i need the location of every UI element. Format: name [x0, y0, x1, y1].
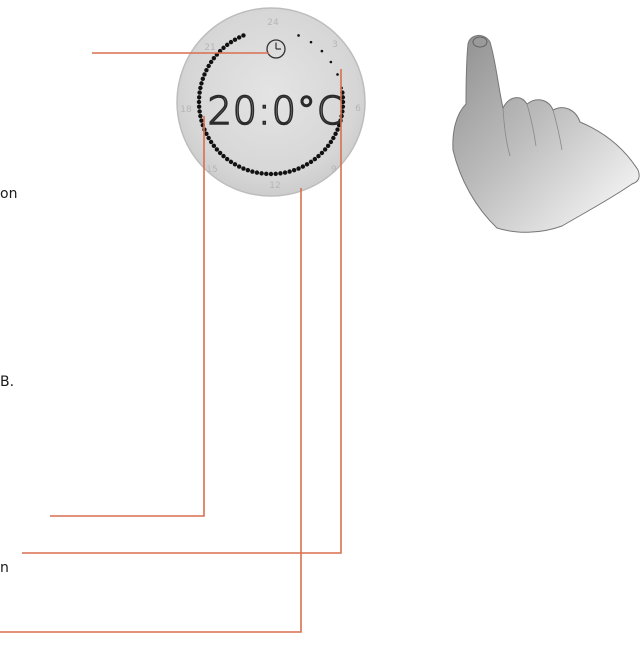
- label-fragment-3: n: [0, 560, 9, 576]
- program-dot: [287, 169, 291, 173]
- program-dot: [199, 81, 203, 85]
- program-dot: [206, 136, 210, 140]
- program-dot: [241, 166, 245, 170]
- program-dot: [202, 72, 206, 76]
- program-dot: [297, 34, 300, 37]
- program-dot: [206, 64, 210, 68]
- program-dot: [221, 154, 225, 158]
- program-dot: [233, 162, 237, 166]
- program-dot: [296, 166, 300, 170]
- program-dot: [218, 151, 222, 155]
- program-dot: [199, 118, 203, 122]
- dial-number-12: 12: [269, 181, 280, 191]
- program-dot: [212, 144, 216, 148]
- program-dot: [326, 144, 330, 148]
- program-dot: [225, 157, 229, 161]
- program-dot: [255, 170, 259, 174]
- program-dot: [215, 147, 219, 151]
- dial-number-3: 3: [332, 40, 338, 50]
- program-dot: [209, 140, 213, 144]
- program-dot: [331, 136, 335, 140]
- temperature-readout: 20:0°C: [208, 89, 345, 133]
- program-dot: [197, 105, 201, 109]
- program-dot: [198, 114, 202, 118]
- program-dot: [301, 164, 305, 168]
- program-dot: [305, 162, 309, 166]
- program-dot: [197, 109, 201, 113]
- program-dot: [250, 169, 254, 173]
- program-dot: [309, 160, 313, 164]
- dial-number-18: 18: [180, 105, 192, 115]
- program-dot: [336, 73, 339, 76]
- program-dot: [197, 90, 201, 94]
- label-fragment-1: on: [0, 186, 17, 202]
- program-dot: [212, 56, 216, 60]
- program-dot: [278, 171, 282, 175]
- program-dot: [310, 41, 313, 44]
- program-dot: [198, 86, 202, 90]
- program-dot: [221, 46, 225, 50]
- program-dot: [320, 151, 324, 155]
- pointing-hand-icon: [453, 35, 639, 232]
- program-dot: [246, 168, 250, 172]
- program-dot: [229, 160, 233, 164]
- leader-line-dots-bottom: [0, 188, 301, 632]
- program-dot: [329, 140, 333, 144]
- dial-number-21: 21: [204, 43, 215, 53]
- program-dot: [269, 172, 273, 176]
- program-dot: [321, 50, 324, 53]
- program-dot: [330, 61, 333, 64]
- program-dot: [241, 33, 245, 37]
- leader-line-dots-start: [50, 116, 204, 516]
- dial-number-9: 9: [331, 165, 337, 175]
- program-dot: [283, 170, 287, 174]
- program-dot: [225, 43, 229, 47]
- dial-number-6: 6: [355, 104, 361, 114]
- program-dot: [237, 35, 241, 39]
- program-dot: [292, 168, 296, 172]
- program-dot: [237, 164, 241, 168]
- program-dot: [197, 95, 201, 99]
- dial-number-15: 15: [206, 165, 217, 175]
- program-dot: [197, 100, 201, 104]
- label-fragment-2: B.: [0, 374, 14, 390]
- program-dot: [209, 60, 213, 64]
- program-dot: [229, 40, 233, 44]
- program-dot: [264, 172, 268, 176]
- program-dot: [233, 37, 237, 41]
- program-dot: [274, 172, 278, 176]
- program-dot: [323, 147, 327, 151]
- program-dot: [316, 154, 320, 158]
- dial-number-24: 24: [267, 18, 279, 28]
- program-dot: [313, 157, 317, 161]
- program-dot: [204, 68, 208, 72]
- program-dot: [201, 77, 205, 81]
- program-dot: [259, 171, 263, 175]
